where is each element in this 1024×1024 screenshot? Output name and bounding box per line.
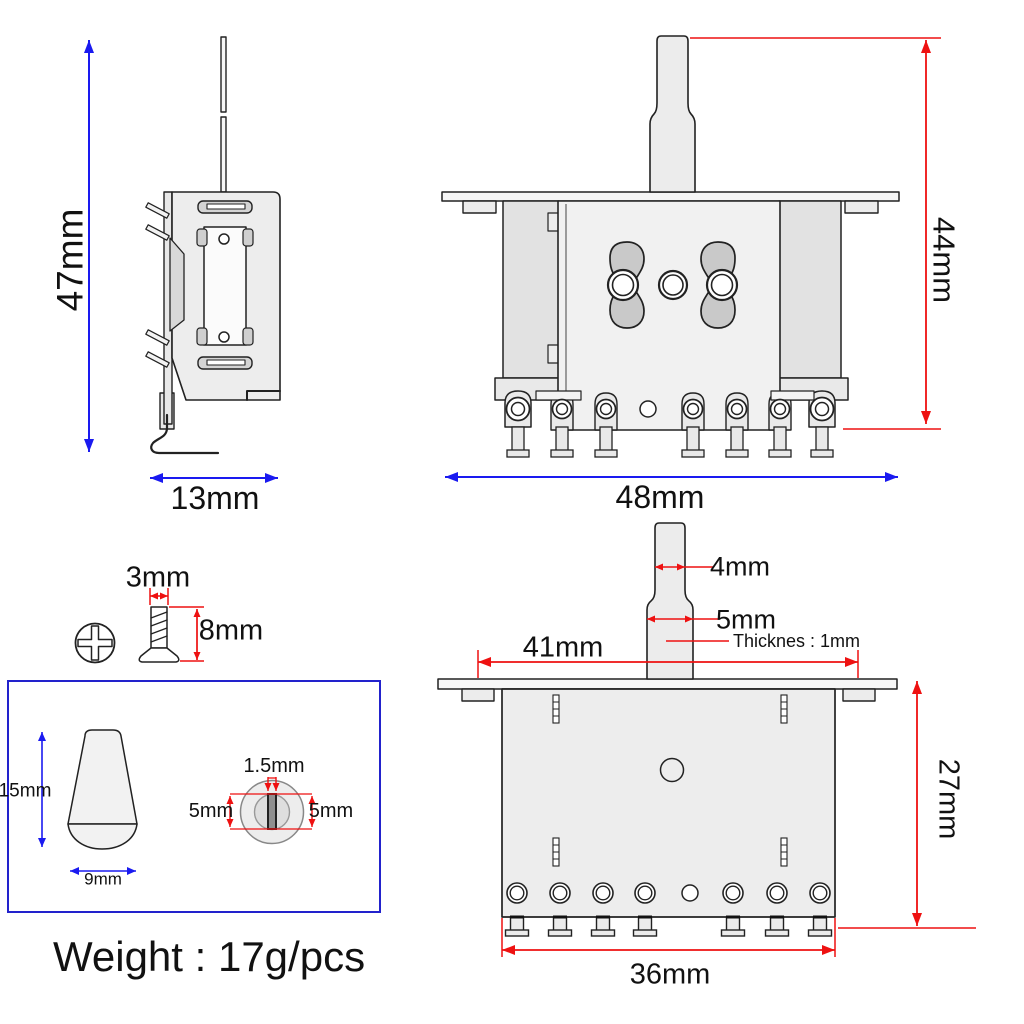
dim-4mm: 4mm — [710, 551, 770, 582]
dim-36mm: 36mm — [629, 958, 711, 991]
front-view-dimensions — [445, 37, 941, 482]
note-thickness: Thicknes : 1mm — [733, 631, 861, 651]
dim-41mm: 41mm — [522, 631, 604, 664]
dim-5mm-left: 5mm — [188, 800, 234, 822]
dim-44mm: 44mm — [926, 216, 962, 304]
back-view-drawing — [437, 522, 898, 937]
tip-dimensions — [38, 732, 316, 875]
dim-8mm: 8mm — [198, 614, 264, 647]
dim-1-5mm: 1.5mm — [243, 755, 305, 777]
front-view-drawing — [441, 35, 900, 458]
dim-5mm-lever: 5mm — [716, 604, 776, 635]
dim-9mm: 9mm — [84, 869, 122, 889]
dim-13mm: 13mm — [170, 480, 260, 516]
tip-top-drawing — [239, 779, 305, 845]
dim-5mm-right: 5mm — [308, 800, 354, 822]
dim-48mm: 48mm — [615, 479, 705, 515]
tip-outline-box — [7, 680, 381, 913]
side-view-dimensions — [84, 40, 278, 483]
tip-side-drawing — [67, 729, 138, 850]
screw-drawing — [74, 606, 180, 664]
side-view-drawing — [145, 36, 281, 455]
screw-dimensions — [149, 588, 204, 662]
dim-15mm: 15mm — [0, 780, 52, 802]
dim-3mm: 3mm — [125, 561, 191, 594]
back-view-dimensions — [477, 563, 976, 957]
dim-27mm: 27mm — [932, 758, 965, 840]
dim-47mm: 47mm — [49, 208, 91, 312]
note-weight: Weight : 17g/pcs — [53, 933, 366, 980]
